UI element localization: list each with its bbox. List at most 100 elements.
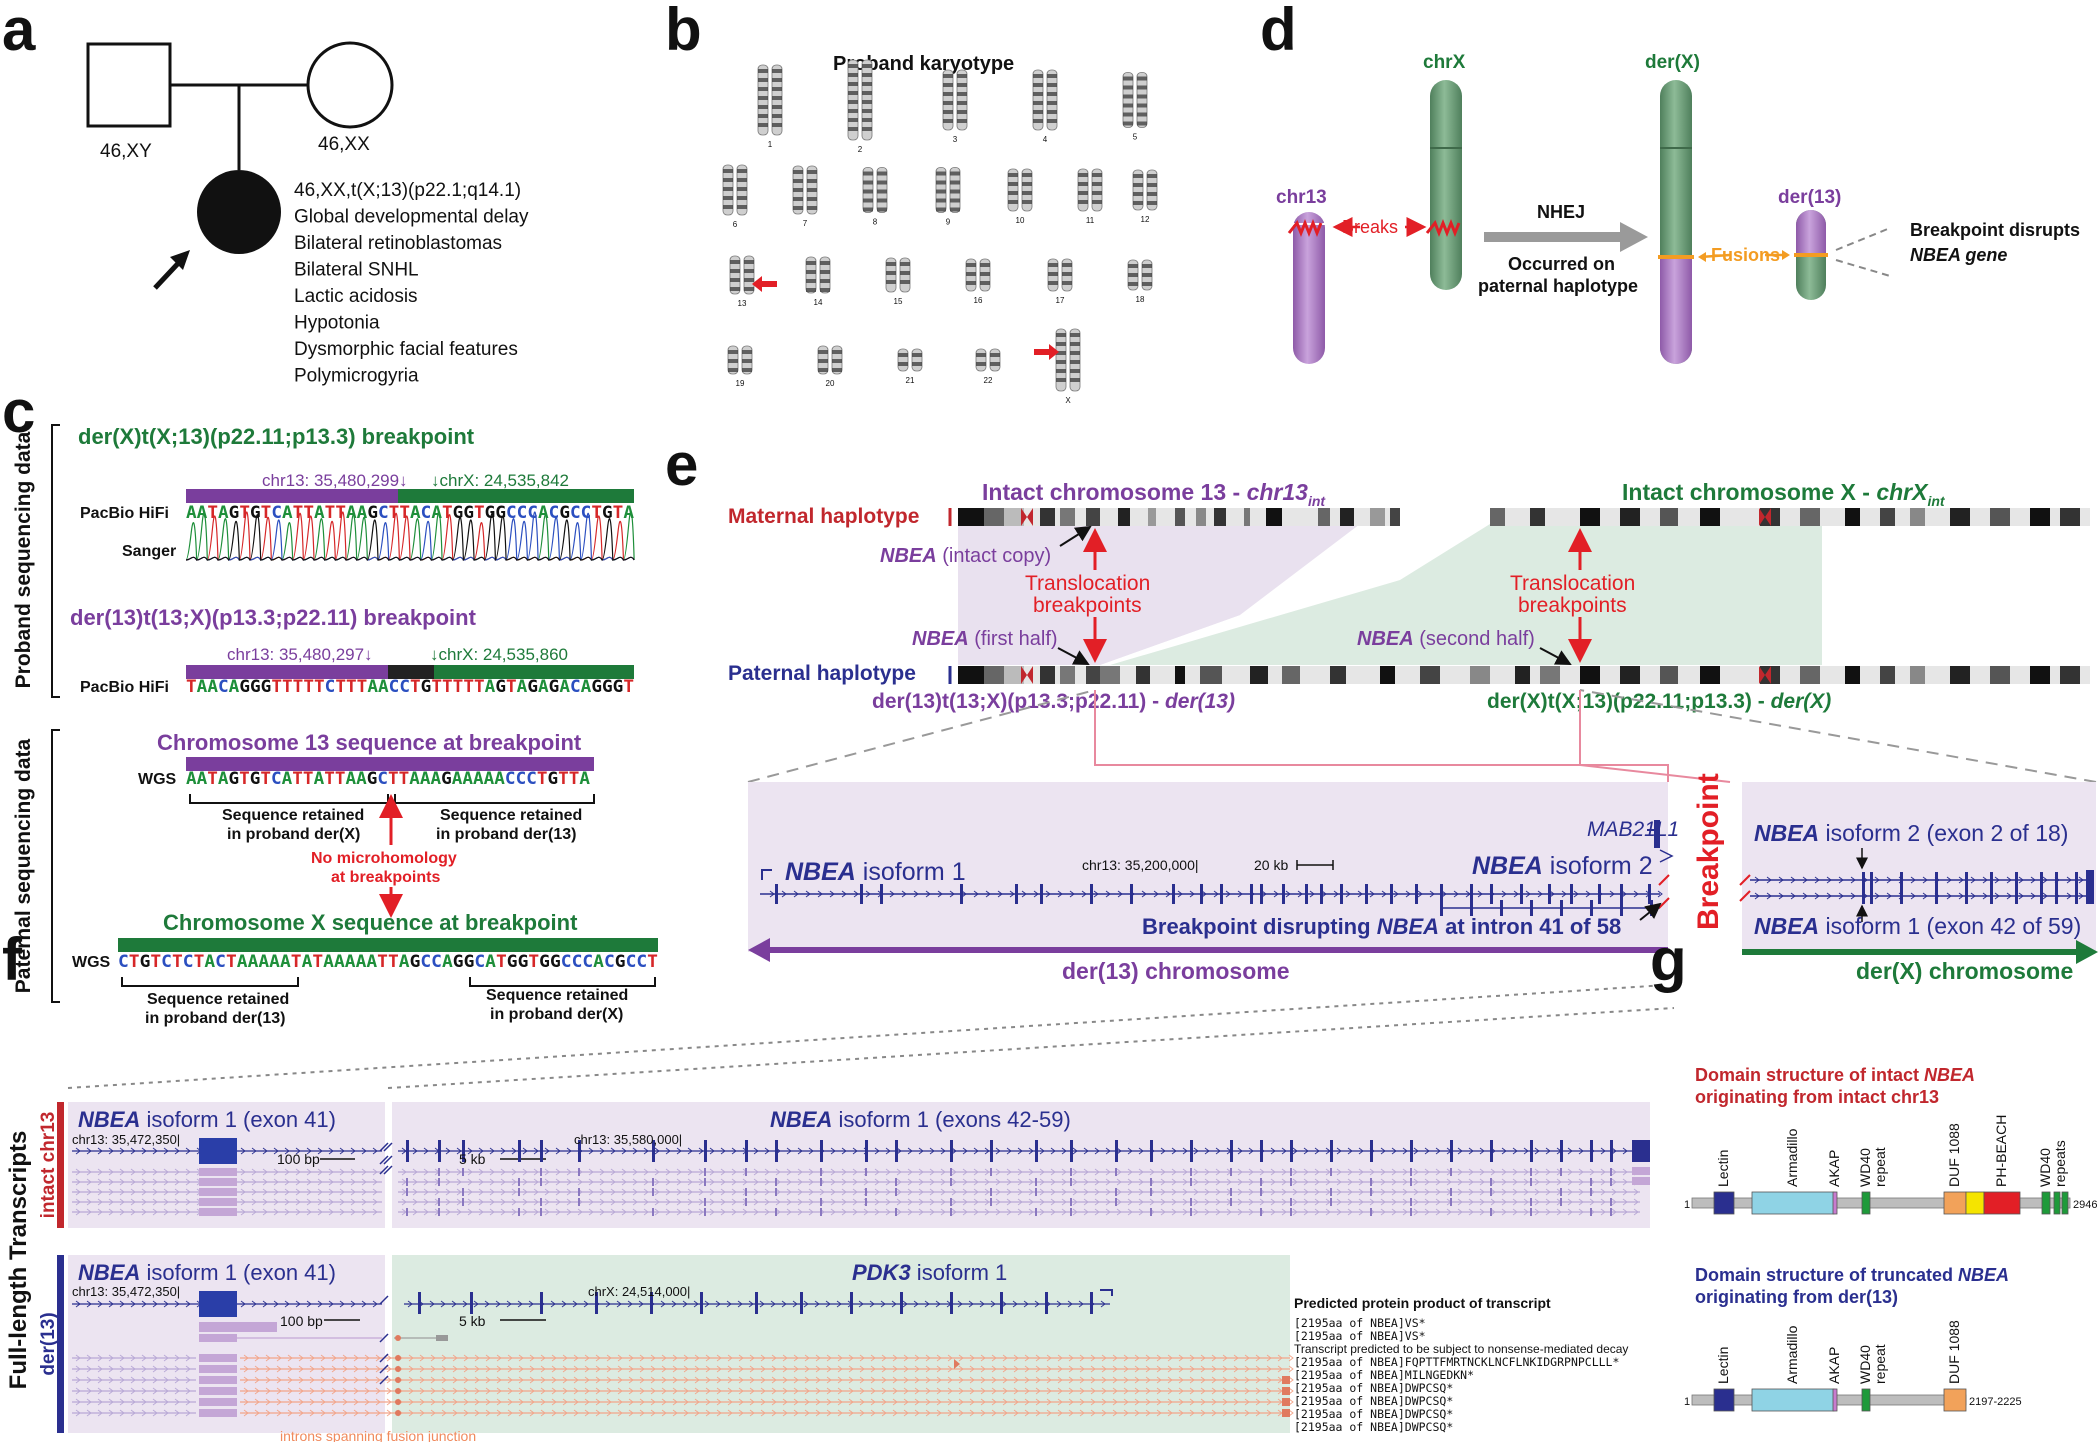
exon: [990, 1140, 993, 1162]
f-d-coord: chrX: 24,514,000|: [588, 1284, 690, 1299]
c-paternal-label: Paternal sequencing data: [12, 738, 35, 993]
proband-line: Polymicrogyria: [294, 366, 419, 387]
exon: [1548, 884, 1551, 904]
f-a-coord: chr13: 35,472,350|: [72, 1132, 180, 1147]
chromosome-glyph: [819, 256, 831, 294]
f-a-scale: 100 bp: [277, 1151, 320, 1167]
chromosome-number: 17: [1056, 296, 1065, 305]
e-transloc-1b: breakpoints: [1033, 594, 1142, 617]
chromosome-glyph: [1136, 72, 1148, 128]
domain-box: [1861, 1191, 1871, 1215]
proband-line: 46,XX,t(X;13)(p22.1;q14.1): [294, 180, 521, 201]
c-ret-4a: Sequence retained: [486, 987, 628, 1004]
chromosome-glyph: [1122, 72, 1134, 128]
f-d-title: PDK3 isoform 1: [852, 1260, 1007, 1285]
exon: [1330, 1140, 1333, 1162]
e-transloc-1a: Translocation: [1025, 572, 1150, 595]
exon: [1015, 884, 1018, 904]
chromosome-number: 6: [733, 220, 738, 229]
chromosome-glyph: [1146, 169, 1158, 211]
chromosome-number: 16: [974, 296, 983, 305]
e-gene-track: [760, 820, 2094, 922]
domain-label: Armadillo: [1784, 1128, 1800, 1187]
d-break-mark-13: [1287, 218, 1323, 238]
chromosome-glyph: [743, 255, 755, 295]
e-zoom-derx: [1742, 782, 2096, 952]
exon: [438, 1140, 441, 1162]
c-sanger-trace: [185, 511, 635, 561]
domain-box: [1713, 1191, 1735, 1215]
d-occurred-1: Occurred on: [1508, 254, 1615, 274]
exon: [1570, 884, 1573, 904]
e-der13-arrowhead: [748, 938, 770, 962]
chromosome-glyph: [1132, 169, 1144, 211]
d-break-mark-x: [1425, 218, 1461, 238]
panel-label-g: g: [1650, 926, 1687, 993]
e-r-iso1: NBEA isoform 1 (exon 42 of 59): [1754, 913, 2081, 939]
domain-label: AKAP: [1826, 1150, 1842, 1187]
domain-label: DUF 1088: [1946, 1320, 1962, 1384]
pred-line: [2195aa of NBEA]FQPTTFMRTNCKLNCFLNKIDGRP…: [1294, 1355, 1619, 1369]
g-title-2a: Domain structure of truncated NBEA: [1695, 1265, 2009, 1285]
d-derx-label: der(X): [1645, 52, 1700, 73]
f-introns-label: introns spanning fusion junction: [280, 1428, 476, 1442]
exon: [1150, 1140, 1153, 1162]
exon: [540, 1140, 543, 1162]
domain-box: [2061, 1191, 2069, 1215]
exon: [1365, 884, 1368, 904]
e-ideograms: [958, 508, 2090, 684]
d-chr13-body: [1293, 212, 1325, 364]
proband-line: Bilateral SNHL: [294, 260, 419, 281]
panel-label-c: c: [2, 378, 35, 445]
e-breakpoint: Breakpoint: [1692, 773, 1725, 930]
exon: [1560, 1140, 1563, 1162]
e-paternal-label: Paternal haplotype: [728, 662, 916, 685]
exon: [518, 1140, 521, 1162]
exon: [895, 1140, 898, 1162]
d-chrx-body: [1430, 80, 1462, 290]
exon: [1620, 884, 1623, 904]
exon: [960, 884, 963, 904]
g-title-2b: originating from der(13): [1695, 1287, 1898, 1307]
g-title-1b: originating from intact chr13: [1695, 1087, 1939, 1107]
exon-41: [199, 1138, 237, 1164]
domain-label: Armadillo: [1784, 1325, 1800, 1384]
chromosome-number: 2: [858, 145, 863, 154]
e-derx-label: der(X)t(X;13)(p22.11;p13.3) - der(X): [1487, 690, 1831, 713]
exon: [1290, 1140, 1293, 1162]
domain-box: [1751, 1191, 1835, 1215]
exon: [1220, 884, 1223, 904]
c-chr13-title: Chromosome 13 sequence at breakpoint: [157, 730, 582, 755]
exon: [1130, 884, 1133, 904]
c-derx-seq: AATAGTGTCATTATTAAGCTTACATGGTGGCCCACGCCTG…: [186, 503, 634, 523]
exon: [1090, 884, 1093, 904]
domain-end: 2946: [2073, 1199, 2097, 1211]
c-chrx-seq: CTGTCTCTACTAAAAATATAAAAATTAGCCAGGCATGGTG…: [118, 952, 658, 972]
panel-d: d chr13 chrX Breaks NHEJ Occurred on pat…: [1260, 0, 2080, 364]
e-r-iso2: NBEA isoform 2 (exon 2 of 18): [1754, 820, 2068, 846]
chromosome-glyph: [897, 348, 909, 372]
exon: [1610, 1140, 1613, 1162]
centromere: [1759, 666, 1771, 684]
domain-box: [1943, 1388, 1967, 1412]
c-ret-3b: in proband der(13): [145, 1010, 285, 1027]
e-scale: 20 kb: [1254, 857, 1288, 873]
exon: [1530, 1140, 1533, 1162]
c-derx-title: der(X)t(X;13)(p22.11;p13.3) breakpoint: [78, 424, 475, 449]
chromosome-number: 21: [906, 376, 915, 385]
exon: [1260, 884, 1263, 904]
domain-box: [1751, 1388, 1835, 1412]
c-hifi-1: PacBio HiFi: [80, 505, 169, 522]
exon: [1320, 884, 1323, 904]
c-derx-bar-13: [186, 489, 398, 503]
e-iso1: NBEA isoform 1: [785, 858, 966, 886]
e-iso2: NBEA isoform 2: [1472, 852, 1653, 880]
e-mab21l1: MAB21L1: [1587, 818, 1679, 841]
panel-label-b: b: [665, 0, 702, 63]
f-pred-lines: [2195aa of NBEA]VS*[2195aa of NBEA]VS*Tr…: [1294, 1316, 1628, 1434]
e-nbea-intact: NBEA (intact copy): [880, 545, 1051, 567]
panel-c: c Proband sequencing data Paternal seque…: [2, 378, 658, 1027]
pred-line: [2195aa of NBEA]VS*: [1294, 1329, 1426, 1343]
